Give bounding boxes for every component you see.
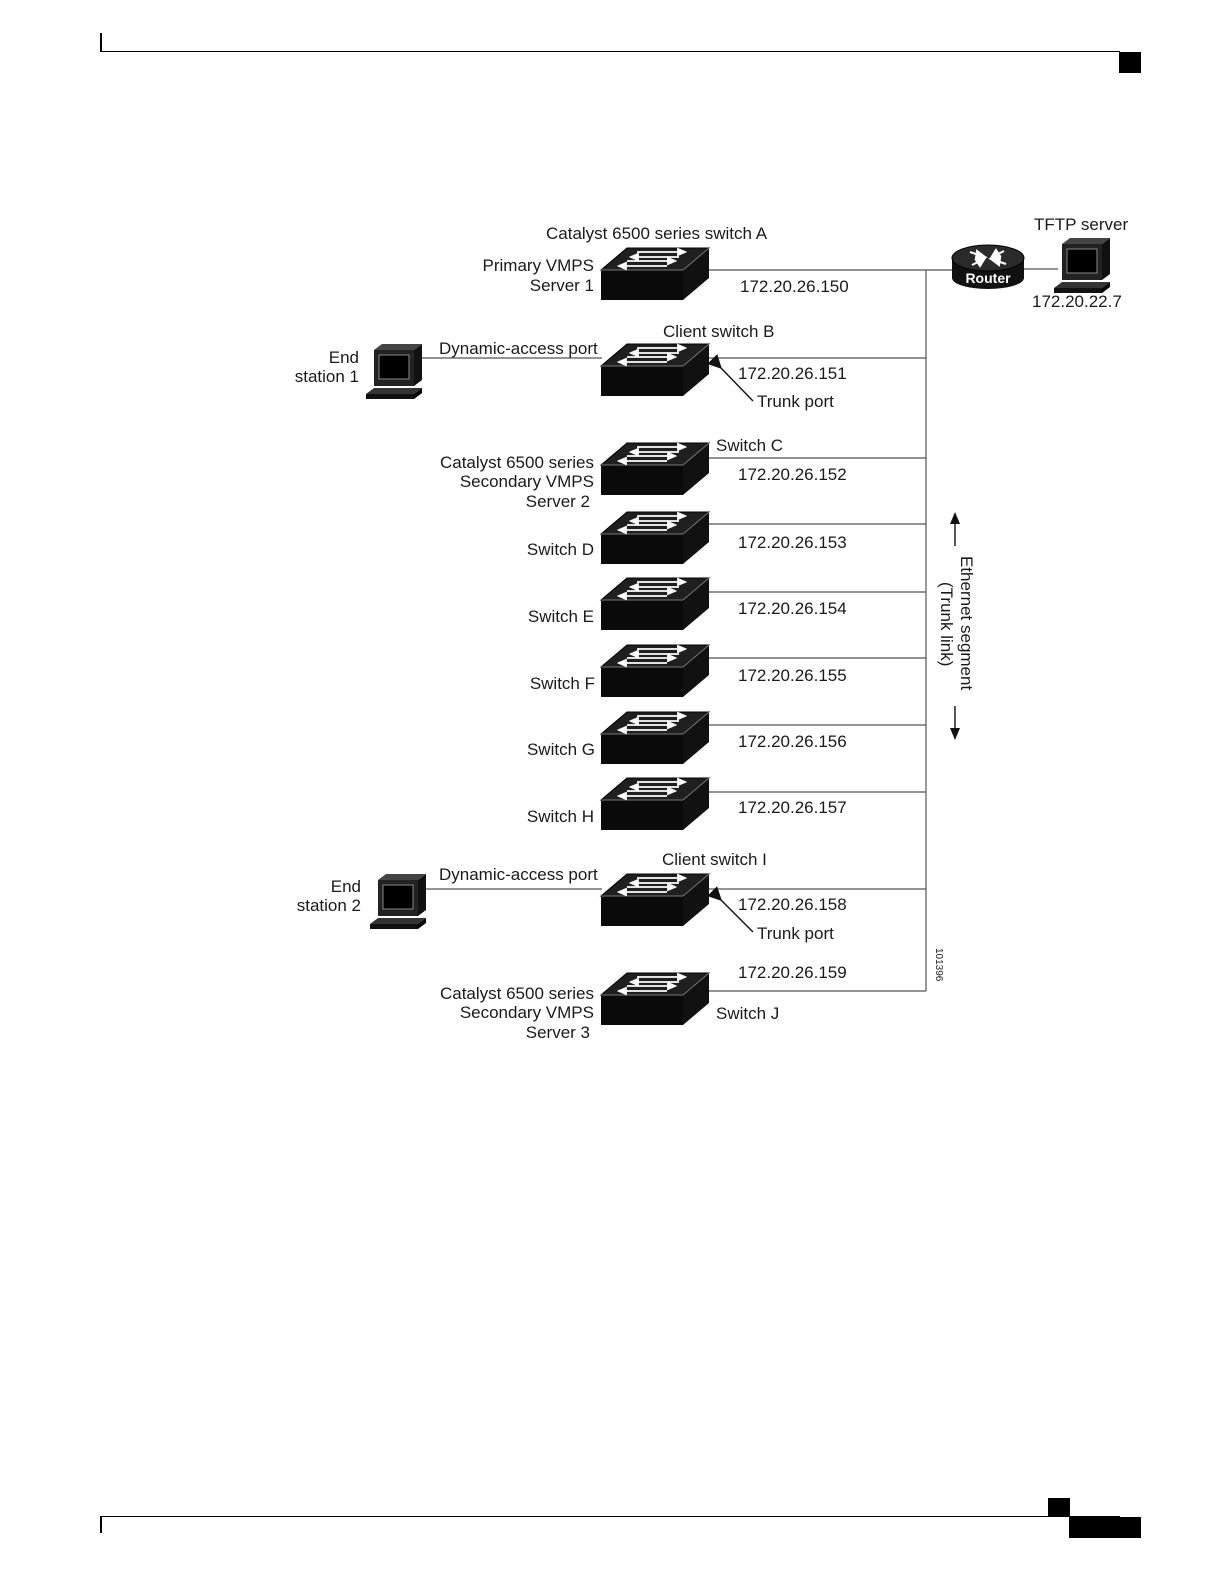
switch-f-ip: 172.20.26.155 [738, 666, 847, 685]
end-station-1-icon [365, 343, 423, 400]
end-station-2-line1: End [331, 877, 361, 896]
switch-j-role-line1: Catalyst 6500 series [440, 984, 594, 1003]
tftp-server-title: TFTP server [1034, 215, 1128, 234]
switch-b-port-label: Dynamic-access port [439, 339, 598, 358]
ethernet-segment-indicator: Ethernet segment (Trunk link) [937, 512, 976, 740]
switch-j-role-line2: Secondary VMPS [460, 1003, 594, 1022]
switch-j-title: Switch J [716, 1004, 779, 1023]
switch-i-icon [600, 873, 710, 927]
switch-g-title: Switch G [527, 740, 595, 759]
switch-b-trunk-arrow [707, 354, 754, 402]
switch-a-role-line2: Server 1 [530, 276, 594, 295]
switch-b-icon [600, 343, 710, 397]
end-station-1-line2: station 1 [295, 367, 359, 386]
switch-a-title: Catalyst 6500 series switch A [546, 224, 768, 243]
switch-b-title: Client switch B [663, 322, 774, 341]
switch-h-icon [600, 777, 710, 831]
footer-page-tab [1069, 1517, 1141, 1538]
switch-f-icon [600, 644, 710, 698]
segment-label-line2: (Trunk link) [937, 582, 956, 666]
footer-small-block [1048, 1498, 1070, 1517]
switch-c-ip: 172.20.26.152 [738, 465, 847, 484]
end-station-2-icon [369, 873, 427, 930]
switch-c-role-line2: Secondary VMPS [460, 472, 594, 491]
switch-a-ip: 172.20.26.150 [740, 277, 849, 296]
footer-tick [100, 1516, 102, 1533]
switch-e-title: Switch E [528, 607, 594, 626]
switch-g-icon [600, 711, 710, 765]
header-rule [100, 51, 1120, 52]
switch-c-role-line3: Server 2 [526, 492, 590, 511]
header-tick [100, 33, 102, 52]
switch-c-icon [600, 442, 710, 496]
switch-g-ip: 172.20.26.156 [738, 732, 847, 751]
switch-h-ip: 172.20.26.157 [738, 798, 847, 817]
switch-j-ip: 172.20.26.159 [738, 963, 847, 982]
switch-i-trunk-label: Trunk port [757, 924, 834, 943]
switch-c-role-line1: Catalyst 6500 series [440, 453, 594, 472]
switch-i-ip: 172.20.26.158 [738, 895, 847, 914]
switch-d-title: Switch D [527, 540, 594, 559]
switch-h-title: Switch H [527, 807, 594, 826]
switch-a-role-line1: Primary VMPS [483, 256, 594, 275]
switch-e-icon [600, 577, 710, 631]
switch-f-title: Switch F [530, 674, 595, 693]
segment-label-line1: Ethernet segment [957, 556, 976, 690]
router-icon: Router [951, 244, 1025, 289]
tftp-server-icon [1053, 237, 1111, 294]
switch-d-icon [600, 511, 710, 565]
switch-c-title: Switch C [716, 436, 783, 455]
figure-id: 101396 [933, 948, 944, 982]
end-station-1-line1: End [329, 348, 359, 367]
tftp-server-ip: 172.20.22.7 [1032, 292, 1122, 311]
switch-j-icon [600, 972, 710, 1026]
switch-i-trunk-arrow [707, 886, 754, 933]
switch-i-title: Client switch I [662, 850, 767, 869]
header-corner-block [1119, 52, 1141, 73]
switch-b-ip: 172.20.26.151 [738, 364, 847, 383]
switch-j-role-line3: Server 3 [526, 1023, 590, 1042]
end-station-2-line2: station 2 [297, 896, 361, 915]
router-label: Router [965, 270, 1011, 286]
switch-b-trunk-label: Trunk port [757, 392, 834, 411]
footer-rule [100, 1516, 1120, 1517]
switch-a-icon [600, 247, 710, 301]
switch-i-port-label: Dynamic-access port [439, 865, 598, 884]
switch-d-ip: 172.20.26.153 [738, 533, 847, 552]
switch-e-ip: 172.20.26.154 [738, 599, 847, 618]
